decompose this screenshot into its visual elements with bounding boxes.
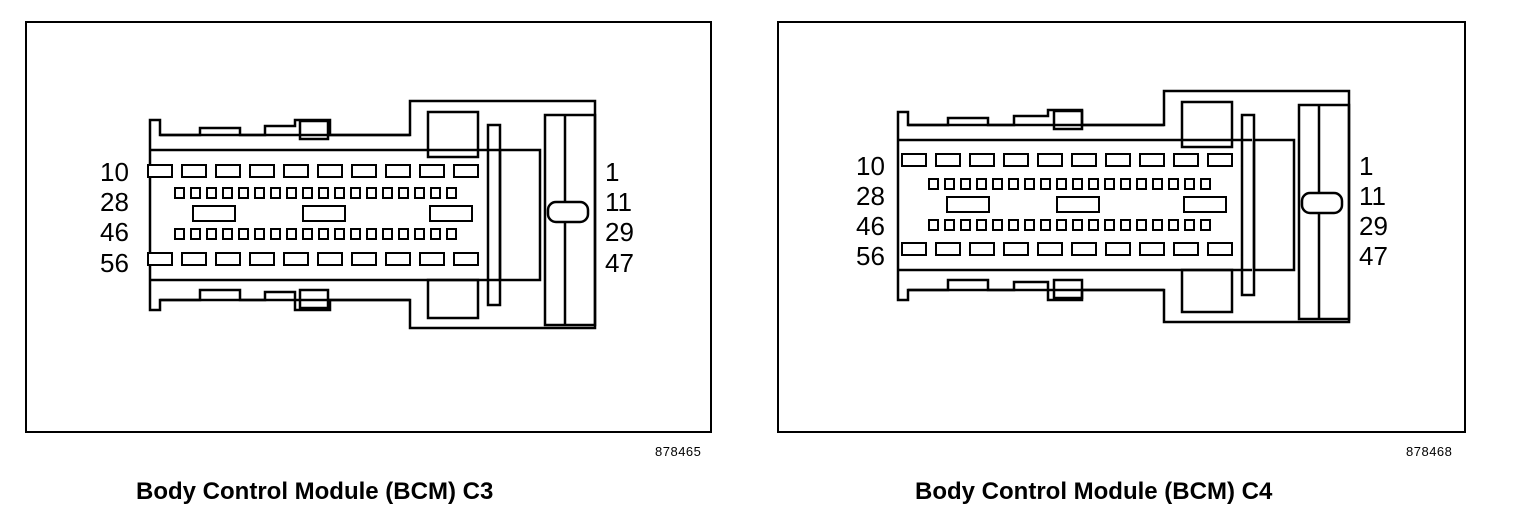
pin-label-29: 29 [605,217,634,247]
cavity-row-4 [147,252,479,266]
pin-label-10: 10 [100,157,129,187]
pin-label-56: 56 [856,241,885,271]
cavity-row-3 [174,228,457,240]
caption-c4: Body Control Module (BCM) C4 [915,478,1273,505]
connector-body-c3 [148,99,597,330]
cavity-row-1 [147,164,479,178]
pin-label-11: 11 [1359,181,1386,211]
pin-label-46: 46 [100,217,129,247]
connector-drawing-c4: 10 28 46 56 1 11 29 47 [856,89,1388,324]
pin-label-1: 1 [1359,151,1373,181]
pin-label-47: 47 [605,248,634,278]
connector-body-c4 [896,89,1351,324]
caption-c3: Body Control Module (BCM) C3 [136,478,494,505]
connector-drawing-c3: 10 28 46 56 1 11 29 47 [100,99,634,330]
figure-number-c4: 878468 [1406,444,1453,459]
pin-label-10: 10 [856,151,885,181]
pin-label-28: 28 [856,181,885,211]
cavity-row-2 [928,178,1211,190]
pin-label-11: 11 [605,187,632,217]
cavity-row-3 [928,219,1211,231]
cavity-row-middle [192,205,473,222]
cavity-row-1 [901,153,1233,167]
cavity-row-4 [901,242,1233,256]
pin-label-29: 29 [1359,211,1388,241]
diagram-frame-c3 [25,21,712,433]
pin-label-1: 1 [605,157,619,187]
cavity-row-2 [174,187,457,199]
figure-number-c3: 878465 [655,444,702,459]
pin-cavities-c4 [901,153,1233,256]
cavity-row-middle [946,196,1227,213]
pin-label-46: 46 [856,211,885,241]
pin-cavities-c3 [147,164,479,266]
pin-label-56: 56 [100,248,129,278]
pin-label-47: 47 [1359,241,1388,271]
pin-label-28: 28 [100,187,129,217]
